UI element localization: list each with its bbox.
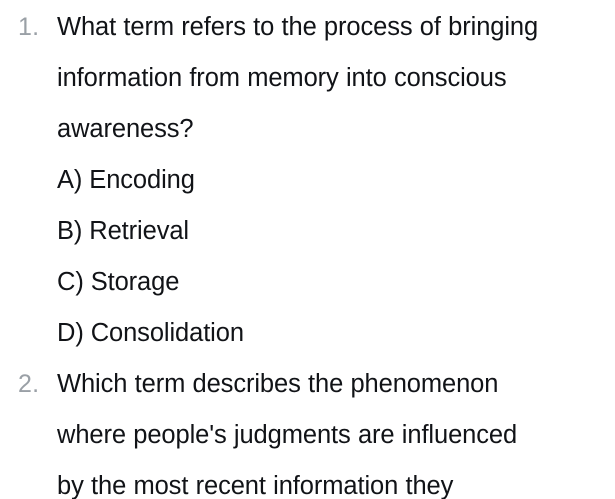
question-text-line: where people's judgments are influenced — [57, 421, 518, 449]
question-item: 2. Which term describes the phenomenon w… — [0, 359, 615, 499]
question-text-line-clipped: by the most recent information they — [57, 472, 454, 499]
question-text: Which term describes the phenomenon wher… — [57, 359, 615, 499]
answer-option-d[interactable]: D) Consolidation — [57, 319, 244, 347]
question-text-line: Which term describes the phenomenon — [57, 370, 499, 398]
answer-option-a[interactable]: A) Encoding — [57, 166, 195, 194]
answer-option-list: A) Encoding B) Retrieval C) Storage D) C… — [57, 155, 615, 359]
question-item: 1. What term refers to the process of br… — [0, 2, 615, 359]
question-text-line: awareness? — [57, 115, 194, 143]
question-text: What term refers to the process of bring… — [57, 2, 615, 155]
question-text-line: What term refers to the process of bring… — [57, 13, 539, 41]
answer-option-b[interactable]: B) Retrieval — [57, 217, 190, 245]
question-text-line: information from memory into conscious — [57, 64, 507, 92]
answer-option-c[interactable]: C) Storage — [57, 268, 180, 296]
question-number-marker: 1. — [18, 13, 40, 41]
question-number-marker: 2. — [18, 370, 40, 398]
